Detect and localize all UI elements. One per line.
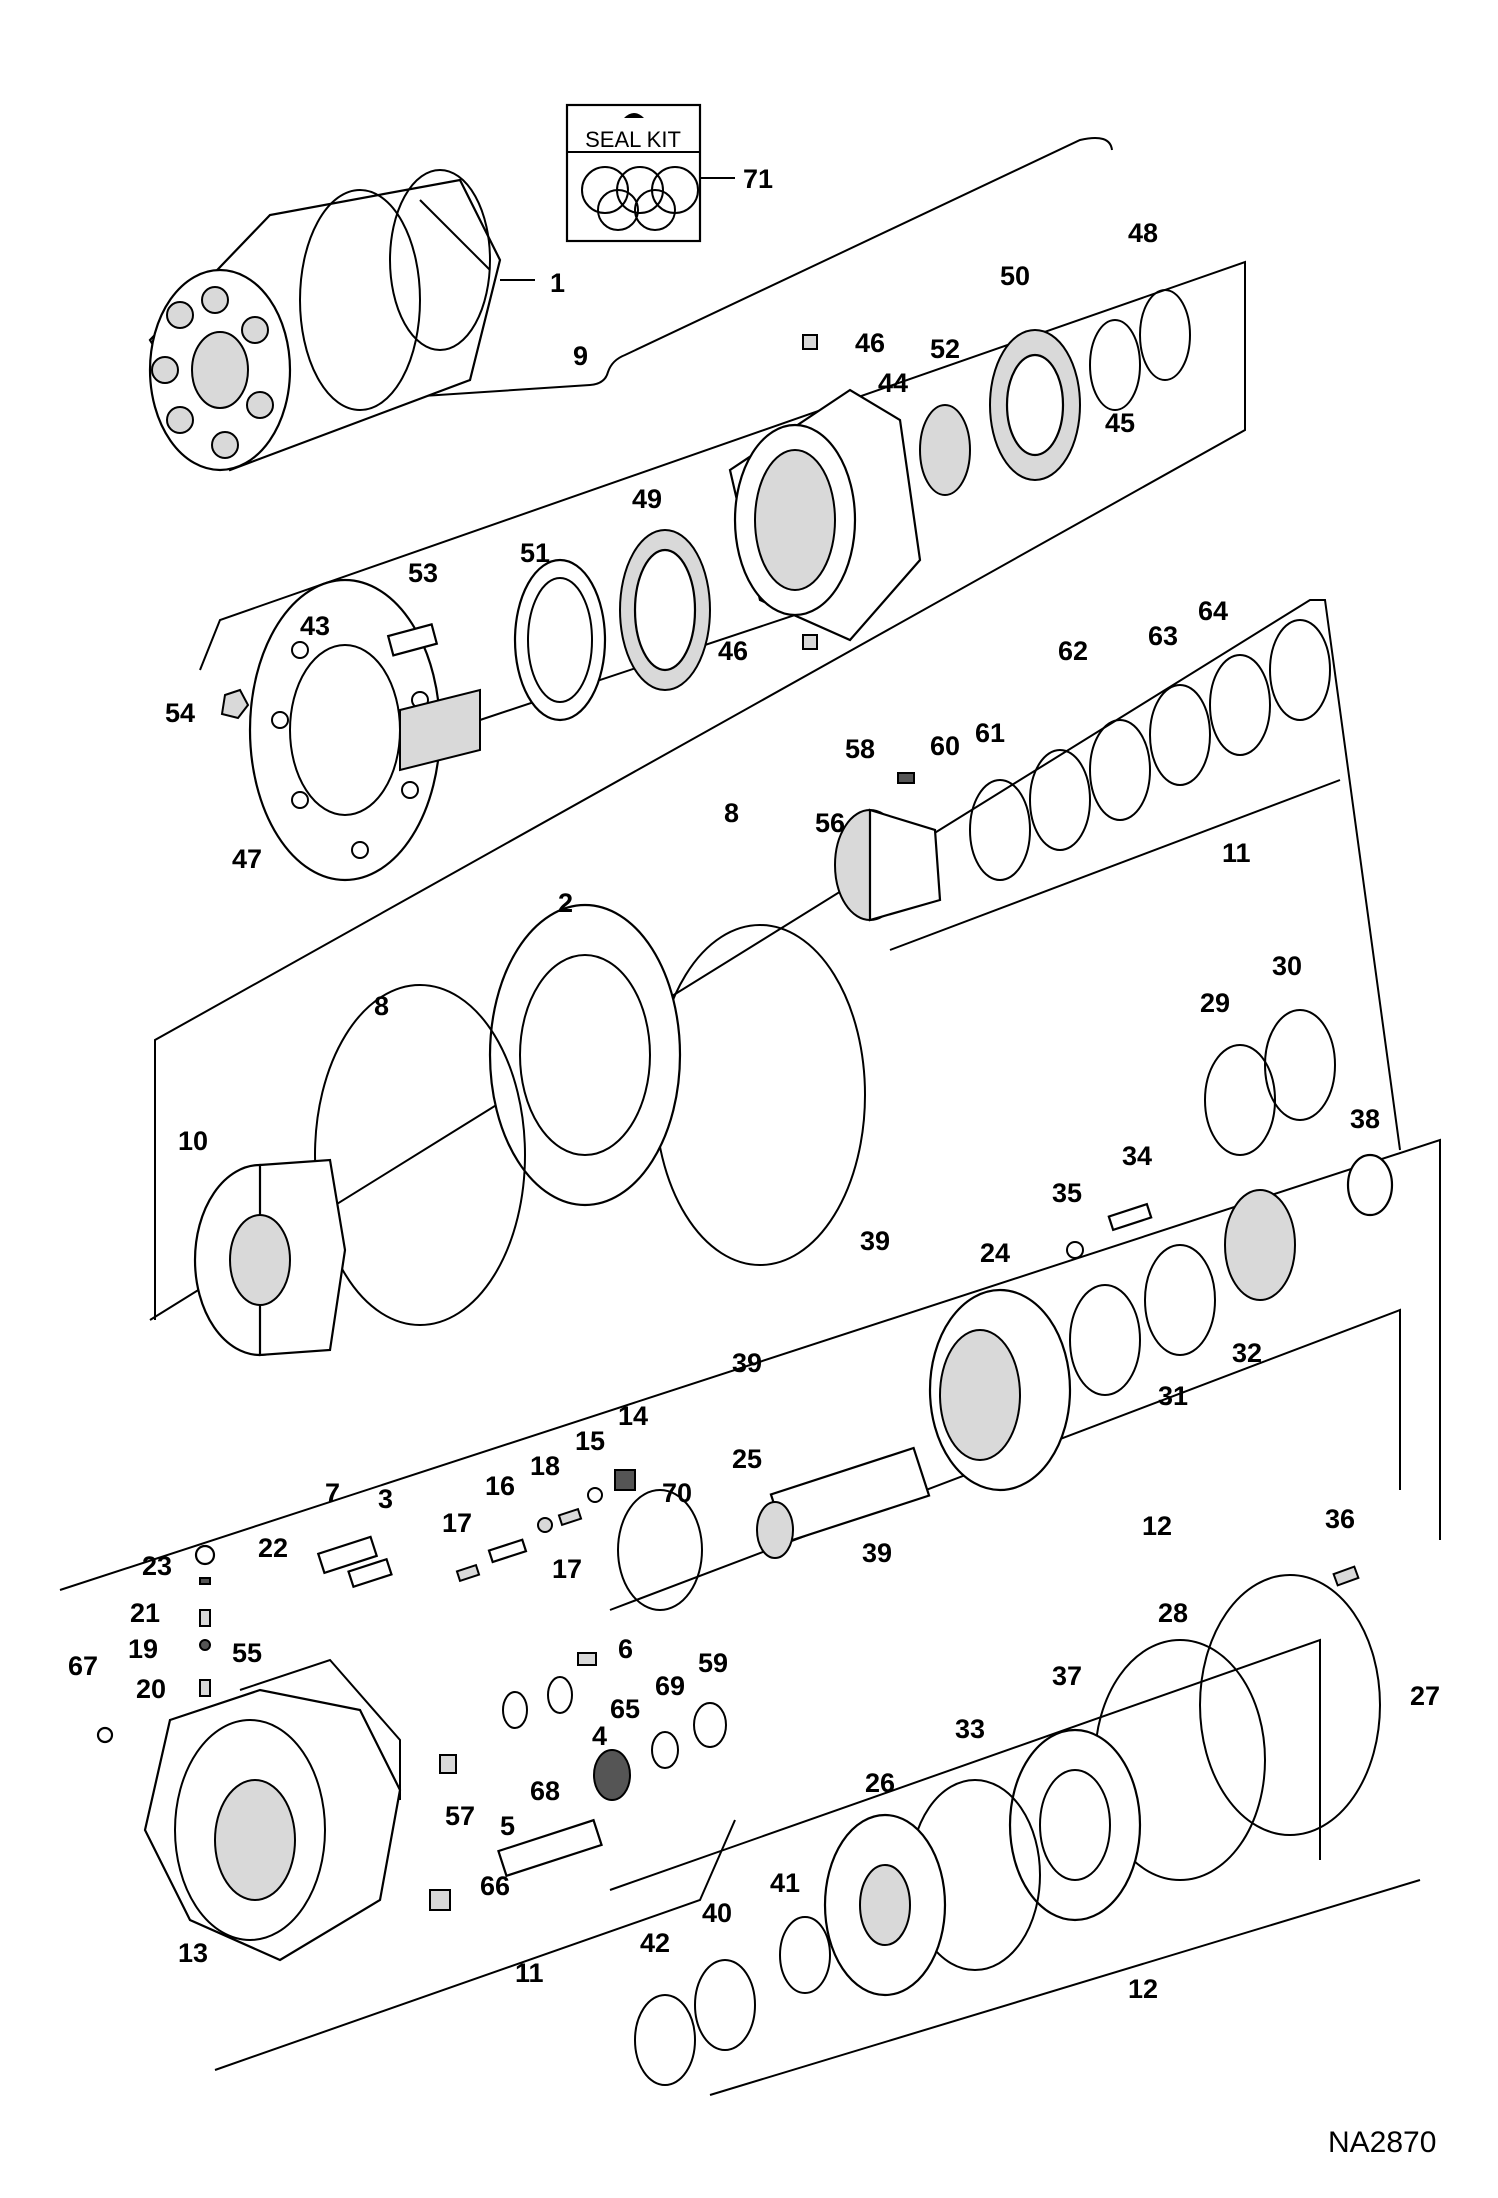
callout-25: 25 bbox=[732, 1444, 762, 1474]
callout-64: 64 bbox=[1198, 596, 1228, 626]
callout-45: 45 bbox=[1105, 408, 1135, 438]
callout-18: 18 bbox=[530, 1451, 560, 1481]
callout-8a: 8 bbox=[724, 798, 739, 828]
callout-28: 28 bbox=[1158, 1598, 1188, 1628]
callout-17a: 17 bbox=[442, 1508, 472, 1538]
callout-54: 54 bbox=[165, 698, 195, 728]
callout-60: 60 bbox=[930, 731, 960, 761]
callout-13: 13 bbox=[178, 1938, 208, 1968]
ring-stator-rotor bbox=[193, 903, 866, 1357]
callout-53: 53 bbox=[408, 558, 438, 588]
callout-21: 21 bbox=[130, 1598, 160, 1628]
callout-55: 55 bbox=[232, 1638, 262, 1668]
callout-19: 19 bbox=[128, 1634, 158, 1664]
callout-29: 29 bbox=[1200, 988, 1230, 1018]
callout-27: 27 bbox=[1410, 1681, 1440, 1711]
callout-35: 35 bbox=[1052, 1178, 1082, 1208]
callout-44: 44 bbox=[878, 368, 908, 398]
callout-71: 71 bbox=[743, 164, 773, 194]
callout-65: 65 bbox=[610, 1694, 640, 1724]
callout-33: 33 bbox=[955, 1714, 985, 1744]
valve-block-parts bbox=[194, 1469, 703, 1697]
callout-12a: 12 bbox=[1142, 1511, 1172, 1541]
callout-31: 31 bbox=[1158, 1381, 1188, 1411]
callout-51: 51 bbox=[520, 538, 550, 568]
callout-70: 70 bbox=[662, 1478, 692, 1508]
callout-42: 42 bbox=[640, 1928, 670, 1958]
callout-9: 9 bbox=[573, 341, 588, 371]
callout-63: 63 bbox=[1148, 621, 1178, 651]
callout-41: 41 bbox=[770, 1868, 800, 1898]
valve-housing bbox=[96, 1652, 727, 1962]
rear-cover-assembly bbox=[634, 1565, 1381, 2086]
callout-34: 34 bbox=[1122, 1141, 1152, 1171]
seal-kit-label: SEAL KIT bbox=[585, 127, 681, 152]
callout-15: 15 bbox=[575, 1426, 605, 1456]
callout-5: 5 bbox=[500, 1811, 515, 1841]
document-id: NA2870 bbox=[1328, 2126, 1436, 2159]
callout-32: 32 bbox=[1232, 1338, 1262, 1368]
callout-22: 22 bbox=[258, 1533, 288, 1563]
callout-39c: 39 bbox=[862, 1538, 892, 1568]
callout-26: 26 bbox=[865, 1768, 895, 1798]
callout-labels: 71 1 9 46 44 52 50 48 45 49 51 53 43 54 … bbox=[68, 164, 1440, 2159]
callout-17b: 17 bbox=[552, 1554, 582, 1584]
callout-38: 38 bbox=[1350, 1104, 1380, 1134]
callout-36: 36 bbox=[1325, 1504, 1355, 1534]
valve-and-rings bbox=[834, 619, 1331, 922]
callout-1: 1 bbox=[550, 268, 565, 298]
callout-16: 16 bbox=[485, 1471, 515, 1501]
callout-67: 67 bbox=[68, 1651, 98, 1681]
callout-10: 10 bbox=[178, 1126, 208, 1156]
callout-66: 66 bbox=[480, 1871, 510, 1901]
callout-37: 37 bbox=[1052, 1661, 1082, 1691]
callout-3: 3 bbox=[378, 1484, 393, 1514]
callout-39b: 39 bbox=[732, 1348, 762, 1378]
motor-assembly bbox=[148, 169, 535, 472]
callout-14: 14 bbox=[618, 1401, 648, 1431]
callout-68: 68 bbox=[530, 1776, 560, 1806]
callout-69: 69 bbox=[655, 1671, 685, 1701]
callout-61: 61 bbox=[975, 718, 1005, 748]
callout-49: 49 bbox=[632, 484, 662, 514]
hub-and-bearings bbox=[220, 289, 1191, 882]
callout-11a: 11 bbox=[1222, 838, 1251, 868]
callout-8b: 8 bbox=[374, 991, 389, 1021]
callout-39a: 39 bbox=[860, 1226, 890, 1256]
callout-12b: 12 bbox=[1128, 1974, 1158, 2004]
callout-46a: 46 bbox=[855, 328, 885, 358]
callout-11b: 11 bbox=[515, 1958, 544, 1988]
callout-46b: 46 bbox=[718, 636, 748, 666]
callout-20: 20 bbox=[136, 1674, 166, 1704]
callout-30: 30 bbox=[1272, 951, 1302, 981]
callout-48: 48 bbox=[1128, 218, 1158, 248]
callout-59: 59 bbox=[698, 1648, 728, 1678]
callout-52: 52 bbox=[930, 334, 960, 364]
callout-4: 4 bbox=[592, 1721, 607, 1751]
callout-47: 47 bbox=[232, 844, 262, 874]
callout-50: 50 bbox=[1000, 261, 1030, 291]
callout-56: 56 bbox=[815, 808, 845, 838]
callout-2: 2 bbox=[558, 888, 573, 918]
brake-assembly bbox=[756, 1009, 1394, 1559]
callout-58: 58 bbox=[845, 734, 875, 764]
callout-40: 40 bbox=[702, 1898, 732, 1928]
callout-7: 7 bbox=[325, 1478, 340, 1508]
callout-43: 43 bbox=[300, 611, 330, 641]
callout-24: 24 bbox=[980, 1238, 1010, 1268]
seal-kit-box: SEAL KIT bbox=[565, 103, 735, 243]
callout-62: 62 bbox=[1058, 636, 1088, 666]
callout-57: 57 bbox=[445, 1801, 475, 1831]
callout-6: 6 bbox=[618, 1634, 633, 1664]
callout-23: 23 bbox=[142, 1551, 172, 1581]
